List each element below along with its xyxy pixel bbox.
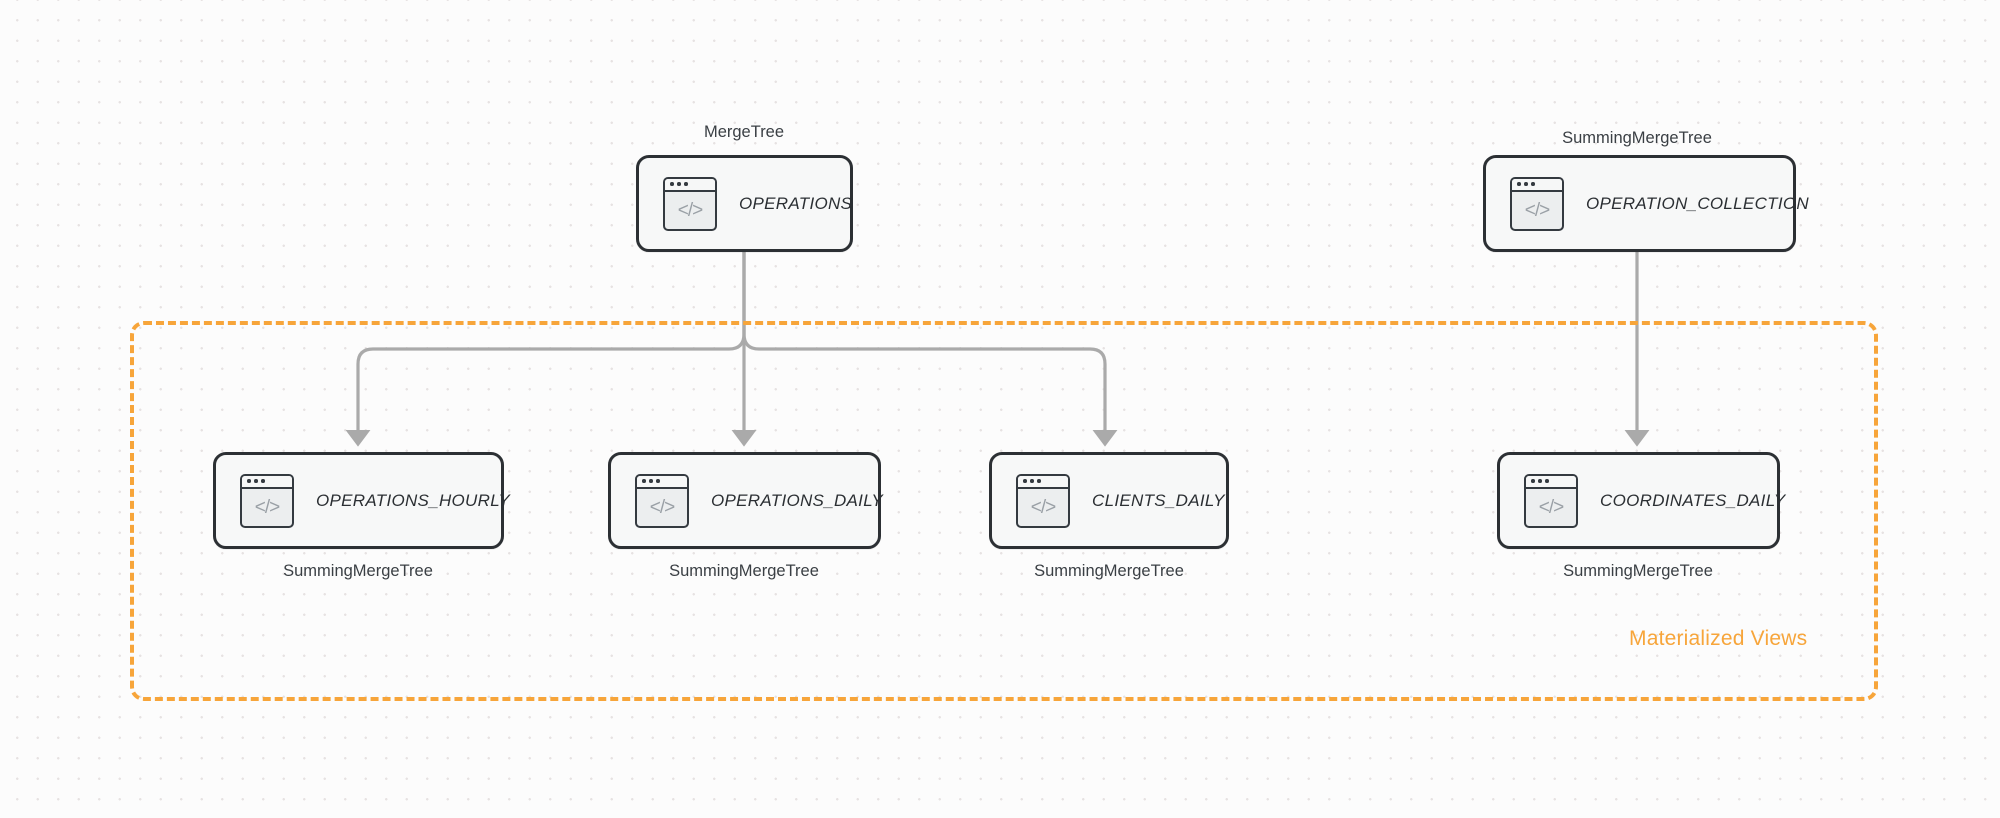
node-label: OPERATION_COLLECTION — [1586, 193, 1809, 213]
node-label: COORDINATES_DAILY — [1600, 490, 1786, 510]
icon-code-glyph: </> — [1538, 496, 1564, 518]
icon-dot — [1030, 479, 1034, 483]
icon-dot — [1517, 182, 1521, 186]
node-clients-daily[interactable]: </> CLIENTS_DAILY — [989, 452, 1229, 549]
icon-titlebar — [1018, 475, 1068, 489]
icon-titlebar — [665, 178, 715, 192]
icon-dot — [1531, 182, 1535, 186]
materialized-views-group — [130, 321, 1878, 701]
icon-code-glyph: </> — [677, 199, 703, 221]
engine-caption-operations-daily: SummingMergeTree — [669, 562, 819, 580]
code-window-icon: </> — [663, 176, 717, 231]
icon-titlebar — [1526, 475, 1576, 489]
icon-code-glyph: </> — [254, 496, 280, 518]
icon-code-glyph: </> — [1524, 199, 1550, 221]
engine-caption-operations: MergeTree — [703, 123, 785, 141]
engine-caption-operations-hourly: SummingMergeTree — [283, 562, 433, 580]
icon-titlebar — [1512, 178, 1562, 192]
icon-dot — [642, 479, 646, 483]
icon-dot — [1545, 479, 1549, 483]
icon-titlebar — [242, 475, 292, 489]
icon-dot — [649, 479, 653, 483]
icon-titlebar — [637, 475, 687, 489]
node-label: OPERATIONS_DAILY — [711, 490, 884, 510]
engine-caption-operation-collection: SummingMergeTree — [1562, 129, 1712, 147]
node-label: CLIENTS_DAILY — [1092, 490, 1225, 510]
node-coordinates-daily[interactable]: </> COORDINATES_DAILY — [1497, 452, 1785, 549]
materialized-views-group-label: Materialized Views — [1629, 627, 1808, 650]
icon-dot — [684, 182, 688, 186]
icon-dot — [247, 479, 251, 483]
engine-caption-clients-daily: SummingMergeTree — [1034, 562, 1184, 580]
icon-dot — [670, 182, 674, 186]
icon-dot — [1023, 479, 1027, 483]
node-operations-daily[interactable]: </> OPERATIONS_DAILY — [608, 452, 884, 549]
icon-dot — [1037, 479, 1041, 483]
icon-dot — [1531, 479, 1535, 483]
node-label: OPERATIONS — [739, 193, 853, 213]
node-label: OPERATIONS_HOURLY — [316, 490, 511, 510]
code-window-icon: </> — [1524, 473, 1578, 528]
code-window-icon: </> — [1510, 176, 1564, 231]
code-window-icon: </> — [635, 473, 689, 528]
engine-caption-coordinates-daily: SummingMergeTree — [1563, 562, 1713, 580]
icon-dot — [1538, 479, 1542, 483]
node-operations[interactable]: </> OPERATIONS — [636, 155, 853, 252]
node-operations-hourly[interactable]: </> OPERATIONS_HOURLY — [213, 452, 510, 549]
icon-dot — [261, 479, 265, 483]
code-window-icon: </> — [1016, 473, 1070, 528]
code-window-icon: </> — [240, 473, 294, 528]
icon-dot — [677, 182, 681, 186]
icon-code-glyph: </> — [649, 496, 675, 518]
icon-dot — [656, 479, 660, 483]
icon-dot — [254, 479, 258, 483]
icon-dot — [1524, 182, 1528, 186]
node-operation-collection[interactable]: </> OPERATION_COLLECTION — [1483, 155, 1809, 252]
icon-code-glyph: </> — [1030, 496, 1056, 518]
